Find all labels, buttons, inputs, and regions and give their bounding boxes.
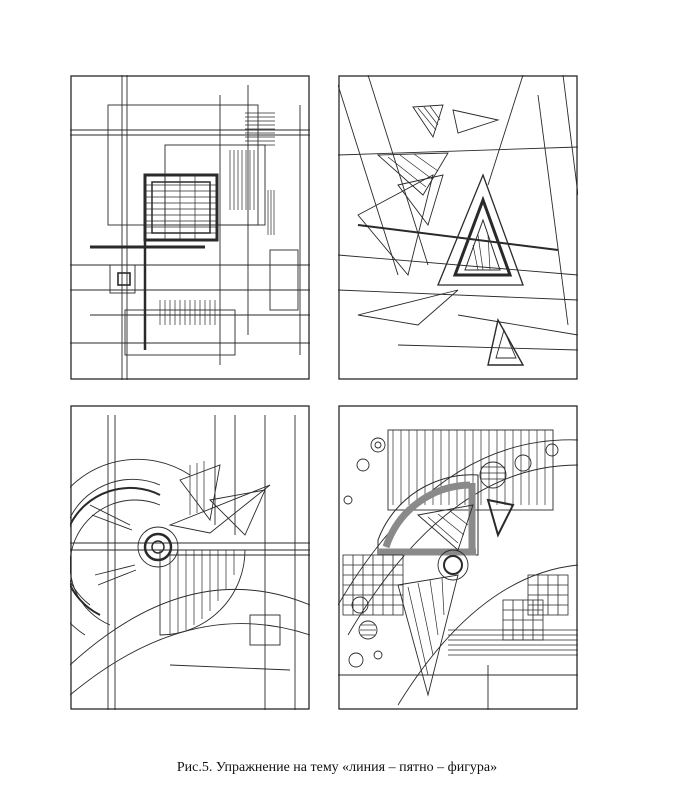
- figure-caption: Рис.5. Упражнение на тему «линия – пятно…: [176, 760, 498, 775]
- drawing-rectangles-lines: [70, 75, 310, 380]
- drawing-circle-arcs: [70, 405, 310, 710]
- drawing-triangles: [338, 75, 578, 380]
- drawing-quarter-circle-grid: [338, 405, 578, 710]
